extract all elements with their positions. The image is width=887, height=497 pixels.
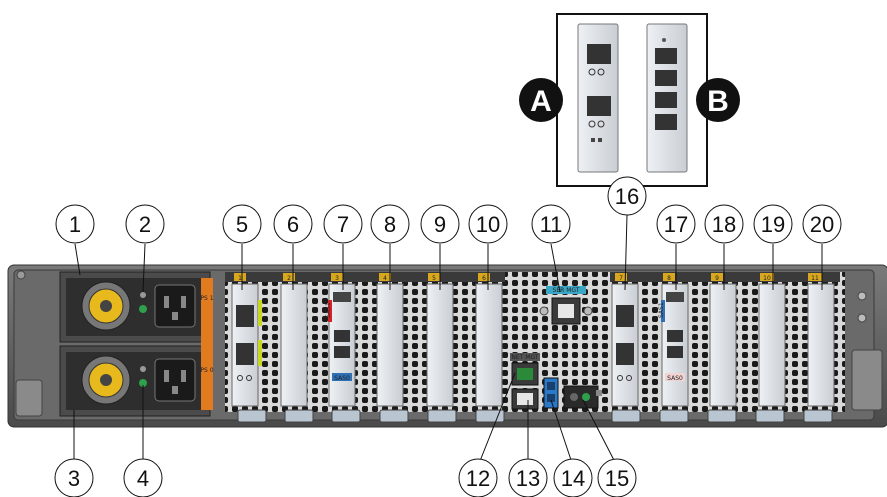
ser-mgt-port: SER MGT — [539, 286, 593, 325]
svg-text:19: 19 — [761, 212, 785, 237]
svg-text:14: 14 — [561, 466, 585, 491]
pcie-filler-slot-6 — [475, 283, 503, 407]
svg-text:2: 2 — [287, 275, 291, 282]
pcie-filler-slot-9 — [709, 283, 737, 407]
leader-lines — [73, 214, 823, 467]
svg-text:6: 6 — [482, 275, 486, 282]
svg-text:B: B — [707, 85, 729, 118]
callout-3: 3 — [54, 458, 94, 497]
svg-text:3: 3 — [68, 466, 80, 491]
svg-text:10: 10 — [763, 275, 771, 282]
svg-text:8: 8 — [384, 212, 396, 237]
callout-19: 19 — [753, 204, 793, 244]
svg-text:16: 16 — [615, 184, 639, 209]
svg-text:7: 7 — [619, 275, 623, 282]
svg-text:12: 12 — [466, 466, 490, 491]
svg-text:5: 5 — [432, 275, 436, 282]
svg-text:10: 10 — [476, 212, 500, 237]
svg-text:11: 11 — [811, 275, 819, 282]
svg-text:11: 11 — [540, 212, 563, 237]
slot-label-strip: 1 2 3 4 5 6 7 8 9 10 11 — [225, 272, 840, 282]
callout-12: 12 — [458, 458, 498, 497]
inset-card-a — [577, 23, 619, 173]
status-indicators — [563, 385, 602, 409]
svg-text:18: 18 — [712, 212, 736, 237]
pcie-filler-slot-11 — [807, 283, 835, 407]
callout-11: 11 — [531, 204, 571, 244]
svg-text:5: 5 — [236, 212, 248, 237]
svg-text:SAS1: SAS1 — [325, 302, 332, 318]
pcie-card-slot-1 — [231, 283, 262, 407]
ps-label-strip: PS 1 PS 0 — [200, 278, 214, 410]
pcie-filler-slot-5 — [426, 283, 454, 407]
pcie-card-slot-3: SAS0 SAS1 — [325, 283, 356, 407]
inset-card-b — [646, 23, 688, 173]
pcie-filler-slot-2 — [280, 283, 308, 407]
svg-text:9: 9 — [715, 275, 719, 282]
pcie-filler-slot-4 — [376, 283, 404, 407]
callout-16: 16 — [607, 176, 647, 216]
badge-a: A — [519, 78, 563, 122]
svg-text:1: 1 — [238, 275, 242, 282]
callout-8: 8 — [370, 204, 410, 244]
badge-b: B — [696, 78, 740, 122]
usb-ports — [543, 377, 559, 409]
callout-2: 2 — [125, 204, 165, 244]
svg-text:3: 3 — [335, 275, 339, 282]
callout-6: 6 — [273, 204, 313, 244]
svg-text:4: 4 — [383, 275, 387, 282]
svg-text:13: 13 — [516, 466, 540, 491]
pcie-card-slot-7 — [611, 283, 639, 407]
callout-17: 17 — [656, 204, 696, 244]
svg-text:7: 7 — [337, 212, 349, 237]
svg-text:1: 1 — [69, 212, 81, 237]
svg-text:PS 1: PS 1 — [200, 295, 213, 302]
svg-text:2: 2 — [139, 212, 151, 237]
power-supply-0 — [59, 345, 211, 417]
callout-18: 18 — [704, 204, 744, 244]
callout-20: 20 — [802, 204, 842, 244]
inset-box: A B — [519, 13, 740, 187]
callout-10: 10 — [468, 204, 508, 244]
svg-text:8: 8 — [667, 275, 671, 282]
svg-text:SER MGT: SER MGT — [553, 287, 580, 294]
svg-text:PS 0: PS 0 — [200, 367, 213, 374]
power-supply-1 — [59, 271, 211, 343]
bottom-latches — [237, 409, 833, 423]
svg-text:SAS0: SAS0 — [334, 375, 350, 382]
callout-14: 14 — [553, 458, 593, 497]
svg-text:A: A — [530, 85, 552, 118]
callout-5: 5 — [222, 204, 262, 244]
pcie-filler-slot-10 — [758, 283, 786, 407]
svg-text:20: 20 — [810, 212, 834, 237]
svg-text:NET MGT: NET MGT — [511, 354, 538, 361]
svg-text:SAS1: SAS1 — [658, 302, 665, 318]
svg-text:4: 4 — [137, 466, 149, 491]
callouts: 1 2 3 4 5 6 7 8 9 10 11 12 13 14 15 16 1… — [54, 176, 842, 497]
pcie-card-slot-8: SAS0 SAS1 — [658, 283, 689, 407]
callout-13: 13 — [508, 458, 548, 497]
net-mgt-port: NET MGT — [510, 353, 540, 386]
svg-text:9: 9 — [434, 212, 446, 237]
svg-text:15: 15 — [605, 466, 629, 491]
svg-text:17: 17 — [664, 212, 688, 237]
network-port — [511, 388, 539, 410]
svg-text:SAS0: SAS0 — [667, 375, 683, 382]
callout-4: 4 — [123, 458, 163, 497]
svg-text:6: 6 — [287, 212, 299, 237]
callout-1: 1 — [55, 204, 95, 244]
callout-15: 15 — [597, 458, 637, 497]
callout-7: 7 — [323, 204, 363, 244]
callout-9: 9 — [420, 204, 460, 244]
